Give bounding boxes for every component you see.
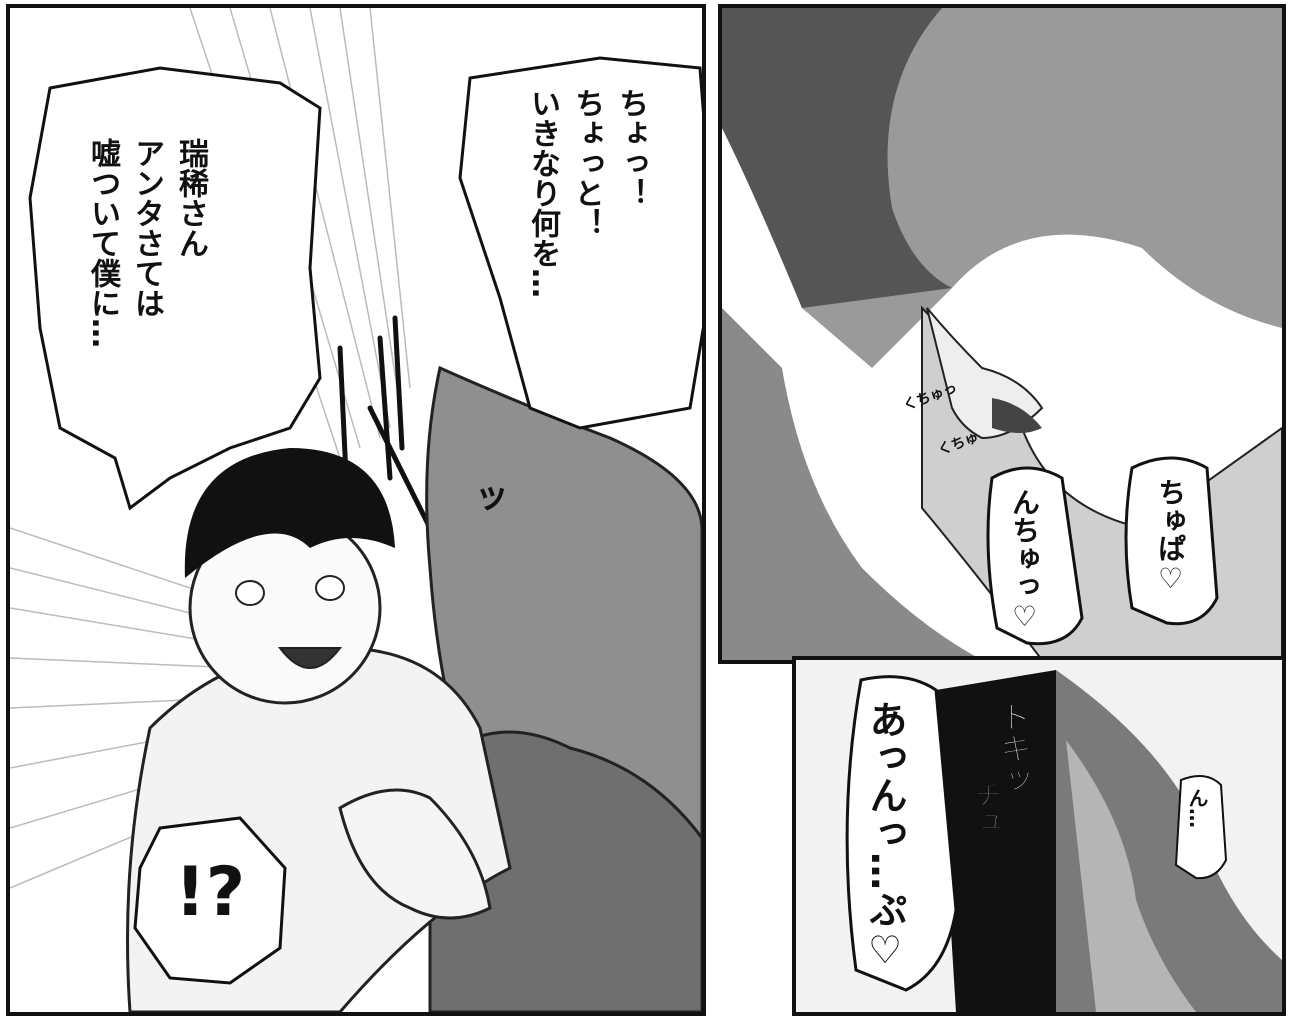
speech-bubble-surprise [133, 816, 287, 985]
speech-text-boy: 瑞稀さん アンタさては 嘘ついて僕に… [85, 138, 208, 348]
speech-bubble-n [1174, 775, 1228, 880]
speech-text-chupa: ちゅぱ♡ [1154, 478, 1187, 595]
speech-bubble-girl [458, 56, 702, 430]
speech-bubble-boy [28, 66, 322, 511]
panel-left: 瑞稀さん アンタさては 嘘ついて僕に… ちょっ！ ちょっと！ いきなり何を… !… [6, 4, 706, 1016]
sfx-dokidoki: ドキッ [995, 700, 1034, 797]
sfx-chu: チュ [970, 780, 1004, 837]
speech-text-n: ん… [1185, 788, 1209, 828]
speech-text-surprise: !? [174, 853, 246, 932]
speech-bubble-an [845, 675, 958, 992]
speech-text-an: あっんっ…ぷ♡ [863, 700, 907, 972]
speech-bubble-chupa [1124, 456, 1219, 626]
panel-bottom-right: あっんっ…ぷ♡ ドキッ チュ ん… [792, 656, 1286, 1016]
speech-text-girl: ちょっ！ ちょっと！ いきなり何を… [525, 88, 648, 298]
speech-text-nchu: んちゅっ♡ [1008, 488, 1041, 633]
sfx-impact: ッ [464, 480, 505, 516]
panel-top-right: くちゅっ くちゅ んちゅっ♡ ちゅぱ♡ [718, 4, 1286, 664]
speech-bubble-nchu [986, 466, 1084, 646]
